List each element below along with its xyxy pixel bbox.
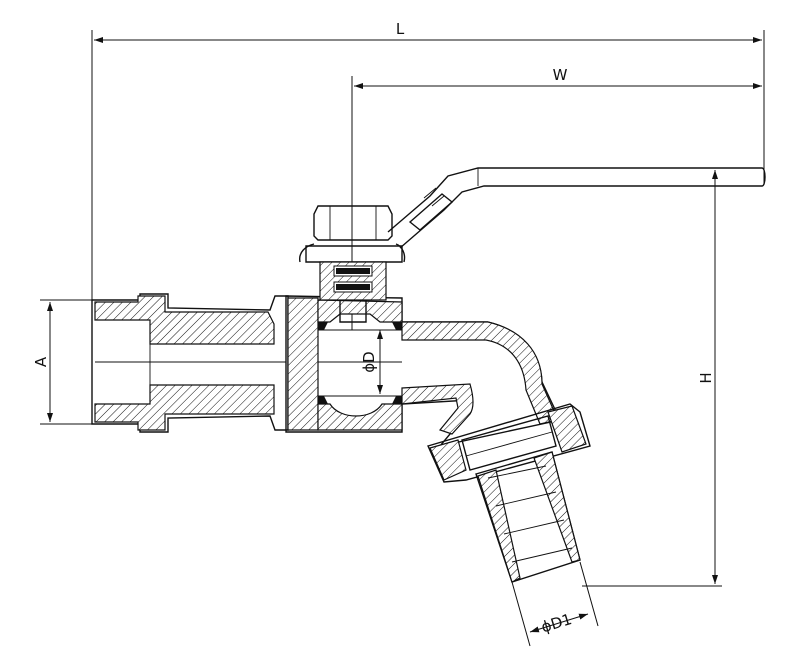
dimension-d1: ϕD1 [511,561,599,647]
dimension-a: A [32,299,100,425]
dimension-d1-label: ϕD1 [539,610,574,636]
dimension-w: W [351,66,762,330]
union-nut [427,403,591,483]
dimension-h: H [582,170,722,587]
dimension-l: L [91,20,765,300]
dimension-l-label: L [396,20,405,38]
dimension-w-label: W [553,66,568,84]
dimension-d-label: ϕD [360,351,378,372]
dimension-a-label: A [32,356,50,367]
valve-body [285,295,562,448]
lever-handle [387,167,766,249]
dimension-h-label: H [697,372,715,383]
hose-tail [475,451,581,583]
dimension-d: ϕD [360,330,383,394]
inlet-pipe [91,293,289,433]
valve-stem [299,205,406,323]
